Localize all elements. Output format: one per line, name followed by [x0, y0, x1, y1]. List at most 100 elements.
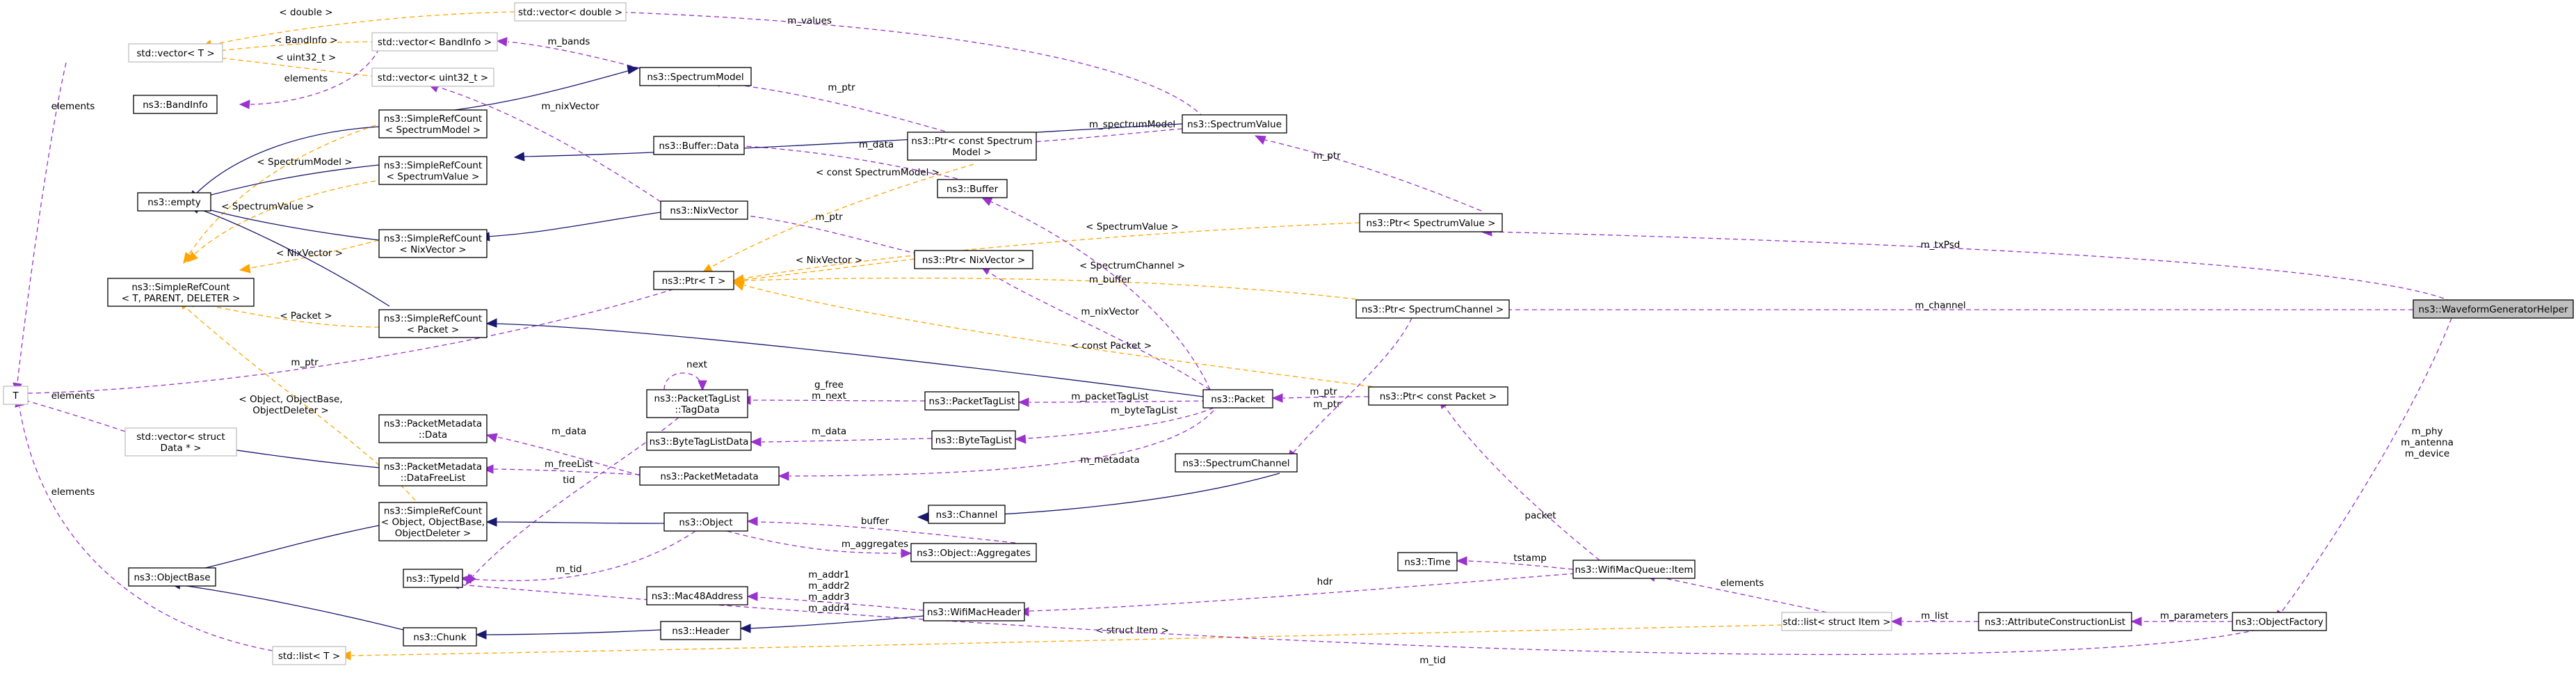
node-src-spectrum-value-box	[378, 156, 488, 185]
node-vector-t-box	[128, 43, 223, 63]
node-ptr-const-packet[interactable]: ns3::Ptr< const Packet >	[1368, 386, 1508, 406]
node-ptr-t[interactable]: ns3::Ptr< T >	[653, 271, 734, 290]
node-ptr-t-box	[653, 271, 734, 290]
node-mac48address[interactable]: ns3::Mac48Address	[646, 586, 748, 605]
node-spectrum-value[interactable]: ns3::SpectrumValue	[1182, 114, 1287, 134]
node-buffer-data[interactable]: ns3::Buffer::Data	[653, 136, 745, 155]
edge-sv-template: < SpectrumValue >	[732, 221, 1360, 284]
node-chunk[interactable]: ns3::Chunk	[403, 627, 477, 647]
edge-label-line: m_addr3	[808, 592, 849, 603]
node-packet[interactable]: ns3::Packet	[1202, 389, 1273, 409]
node-vector-uint32[interactable]: std::vector< uint32_t >	[371, 68, 494, 87]
node-label-line: ns3::SimpleRefCount	[131, 282, 230, 293]
node-buffer[interactable]: ns3::Buffer	[937, 179, 1008, 198]
node-channel[interactable]: ns3::Channel	[928, 505, 1006, 524]
edge-label-line: m_buffer	[1089, 274, 1132, 285]
node-packetmetadata-data[interactable]: ns3::PacketMetadata::Data	[378, 414, 488, 443]
node-packettaglist[interactable]: ns3::PacketTagList	[924, 391, 1020, 411]
edge-label-m-tid-object: m_tid	[556, 564, 582, 575]
edge-label-m-nixvector-vector: m_nixVector	[541, 101, 599, 112]
node-simplerefcount-t[interactable]: ns3::SimpleRefCount< T, PARENT, DELETER …	[107, 278, 255, 307]
node-src-nixvector[interactable]: ns3::SimpleRefCount< NixVector >	[378, 229, 488, 258]
node-src-packet[interactable]: ns3::SimpleRefCount< Packet >	[378, 309, 488, 338]
node-label-line: ns3::empty	[147, 197, 201, 208]
node-waveform-generator-helper[interactable]: ns3::WaveformGeneratorHelper	[2413, 299, 2574, 319]
node-vector-double[interactable]: std::vector< double >	[514, 2, 627, 22]
edge-label-bandinfo-template: < BandInfo >	[274, 35, 337, 46]
node-packetmetadata-datafreelist[interactable]: ns3::PacketMetadata::DataFreeList	[378, 457, 488, 486]
node-vector-t[interactable]: std::vector< T >	[128, 43, 223, 63]
node-ptr-spectrum-value[interactable]: ns3::Ptr< SpectrumValue >	[1359, 213, 1503, 232]
node-objectbase[interactable]: ns3::ObjectBase	[128, 567, 216, 587]
edge-nix-template: < NixVector >	[732, 255, 915, 285]
node-wifimacheader[interactable]: ns3::WifiMacHeader	[923, 602, 1025, 621]
edge-label-nix-template-2: < NixVector >	[276, 248, 343, 259]
edge-label-uint32-template: < uint32_t >	[276, 52, 337, 63]
edge-label-hdr: hdr	[1317, 576, 1333, 587]
edge-label-m-channel: m_channel	[1915, 300, 1965, 311]
edge-label-m-nixvector: m_nixVector	[1081, 306, 1139, 317]
node-t[interactable]: T	[3, 386, 29, 405]
edge-m-ptr-nixvector: m_ptr	[736, 210, 919, 255]
node-object-aggregates[interactable]: ns3::Object::Aggregates	[910, 543, 1037, 562]
node-label-line: ns3::SimpleRefCount	[384, 160, 482, 171]
edge-txstamp: tstamp	[1456, 553, 1574, 570]
node-attribute-construction-list[interactable]: ns3::AttributeConstructionList	[1978, 612, 2132, 631]
node-ptr-nixvector[interactable]: ns3::Ptr< NixVector >	[914, 250, 1033, 269]
edge-label-m-ptr-packet: m_ptr	[1310, 386, 1337, 397]
node-bytetaglist[interactable]: ns3::ByteTagList	[931, 430, 1016, 450]
node-packetmetadata[interactable]: ns3::PacketMetadata	[639, 466, 780, 486]
node-vector-bandinfo[interactable]: std::vector< BandInfo >	[371, 32, 498, 52]
node-nixvector[interactable]: ns3::NixVector	[660, 200, 748, 220]
node-ptr-spectrum-channel[interactable]: ns3::Ptr< SpectrumChannel >	[1355, 299, 1510, 319]
node-vector-uint32-box	[371, 68, 494, 87]
edge-label-line: m_byteTagList	[1111, 405, 1178, 416]
node-attribute-construction-list-box	[1978, 612, 2132, 631]
edge-m-packettaglist: m_packetTagList	[1017, 391, 1207, 407]
node-bandinfo[interactable]: ns3::BandInfo	[133, 95, 218, 114]
edge-label-elements-list: elements	[51, 486, 95, 498]
edge-label-line: m_ptr	[815, 212, 843, 223]
node-typeid[interactable]: ns3::TypeId	[403, 569, 463, 588]
edge-label-tid: tid	[563, 475, 575, 486]
edge-label-line: m_metadata	[1080, 454, 1139, 466]
node-list-t[interactable]: std::list< T >	[272, 646, 346, 665]
node-list-struct-item[interactable]: std::list< struct Item >	[1781, 612, 1892, 631]
node-time[interactable]: ns3::Time	[1397, 552, 1458, 571]
node-label-line: std::vector< struct	[136, 431, 225, 443]
node-label-line: ns3::Header	[672, 626, 730, 637]
edge-label-packet: packet	[1524, 510, 1556, 521]
node-header[interactable]: ns3::Header	[660, 621, 741, 640]
edge-m-channel: m_channel	[1497, 300, 2413, 315]
edge-label-double-template: < double >	[279, 7, 332, 18]
node-label-line: < Object, ObjectBase,	[381, 517, 485, 528]
edge-label-m-parameters: m_parameters	[2160, 610, 2228, 621]
edge-label-line: elements	[1721, 578, 1764, 589]
edge-m-ptr-spectrum-model: m_ptr	[708, 77, 953, 134]
node-src-spectrum-model[interactable]: ns3::SimpleRefCount< SpectrumModel >	[378, 109, 488, 138]
edge-label-line: g_free	[814, 379, 844, 390]
node-ptr-const-spectrum-model[interactable]: ns3::Ptr< const SpectrumModel >	[907, 132, 1037, 161]
node-label-line: ns3::SpectrumValue	[1187, 119, 1282, 130]
node-src-spectrum-value[interactable]: ns3::SimpleRefCount< SpectrumValue >	[378, 156, 488, 185]
node-empty[interactable]: ns3::empty	[137, 192, 211, 212]
edge-label-line: < SpectrumValue >	[1086, 221, 1179, 232]
node-packettaglist-tagdata[interactable]: ns3::PacketTagList::TagData	[646, 389, 748, 418]
node-label-line: ns3::SimpleRefCount	[384, 313, 482, 324]
node-src-object[interactable]: ns3::SimpleRefCount< Object, ObjectBase,…	[378, 502, 488, 541]
node-spectrum-channel[interactable]: ns3::SpectrumChannel	[1175, 453, 1298, 473]
node-vector-struct-data-box	[124, 427, 237, 457]
node-label-line: < SpectrumModel >	[385, 125, 481, 136]
node-label-line: ::TagData	[675, 404, 719, 415]
node-wifimacqueue-item[interactable]: ns3::WifiMacQueue::Item	[1572, 560, 1696, 579]
node-bytetaglistdata[interactable]: ns3::ByteTagListData	[646, 431, 752, 451]
edge-label-line: m_addr1	[808, 569, 849, 580]
node-label-line: ns3::PacketMetadata	[660, 471, 758, 482]
node-object[interactable]: ns3::Object	[663, 512, 748, 532]
node-label-line: ns3::PacketTagList	[654, 393, 741, 404]
node-spectrum-model[interactable]: ns3::SpectrumModel	[639, 67, 752, 86]
node-objectfactory[interactable]: ns3::ObjectFactory	[2232, 612, 2327, 631]
edge-label-line: m_ptr	[1310, 386, 1337, 397]
